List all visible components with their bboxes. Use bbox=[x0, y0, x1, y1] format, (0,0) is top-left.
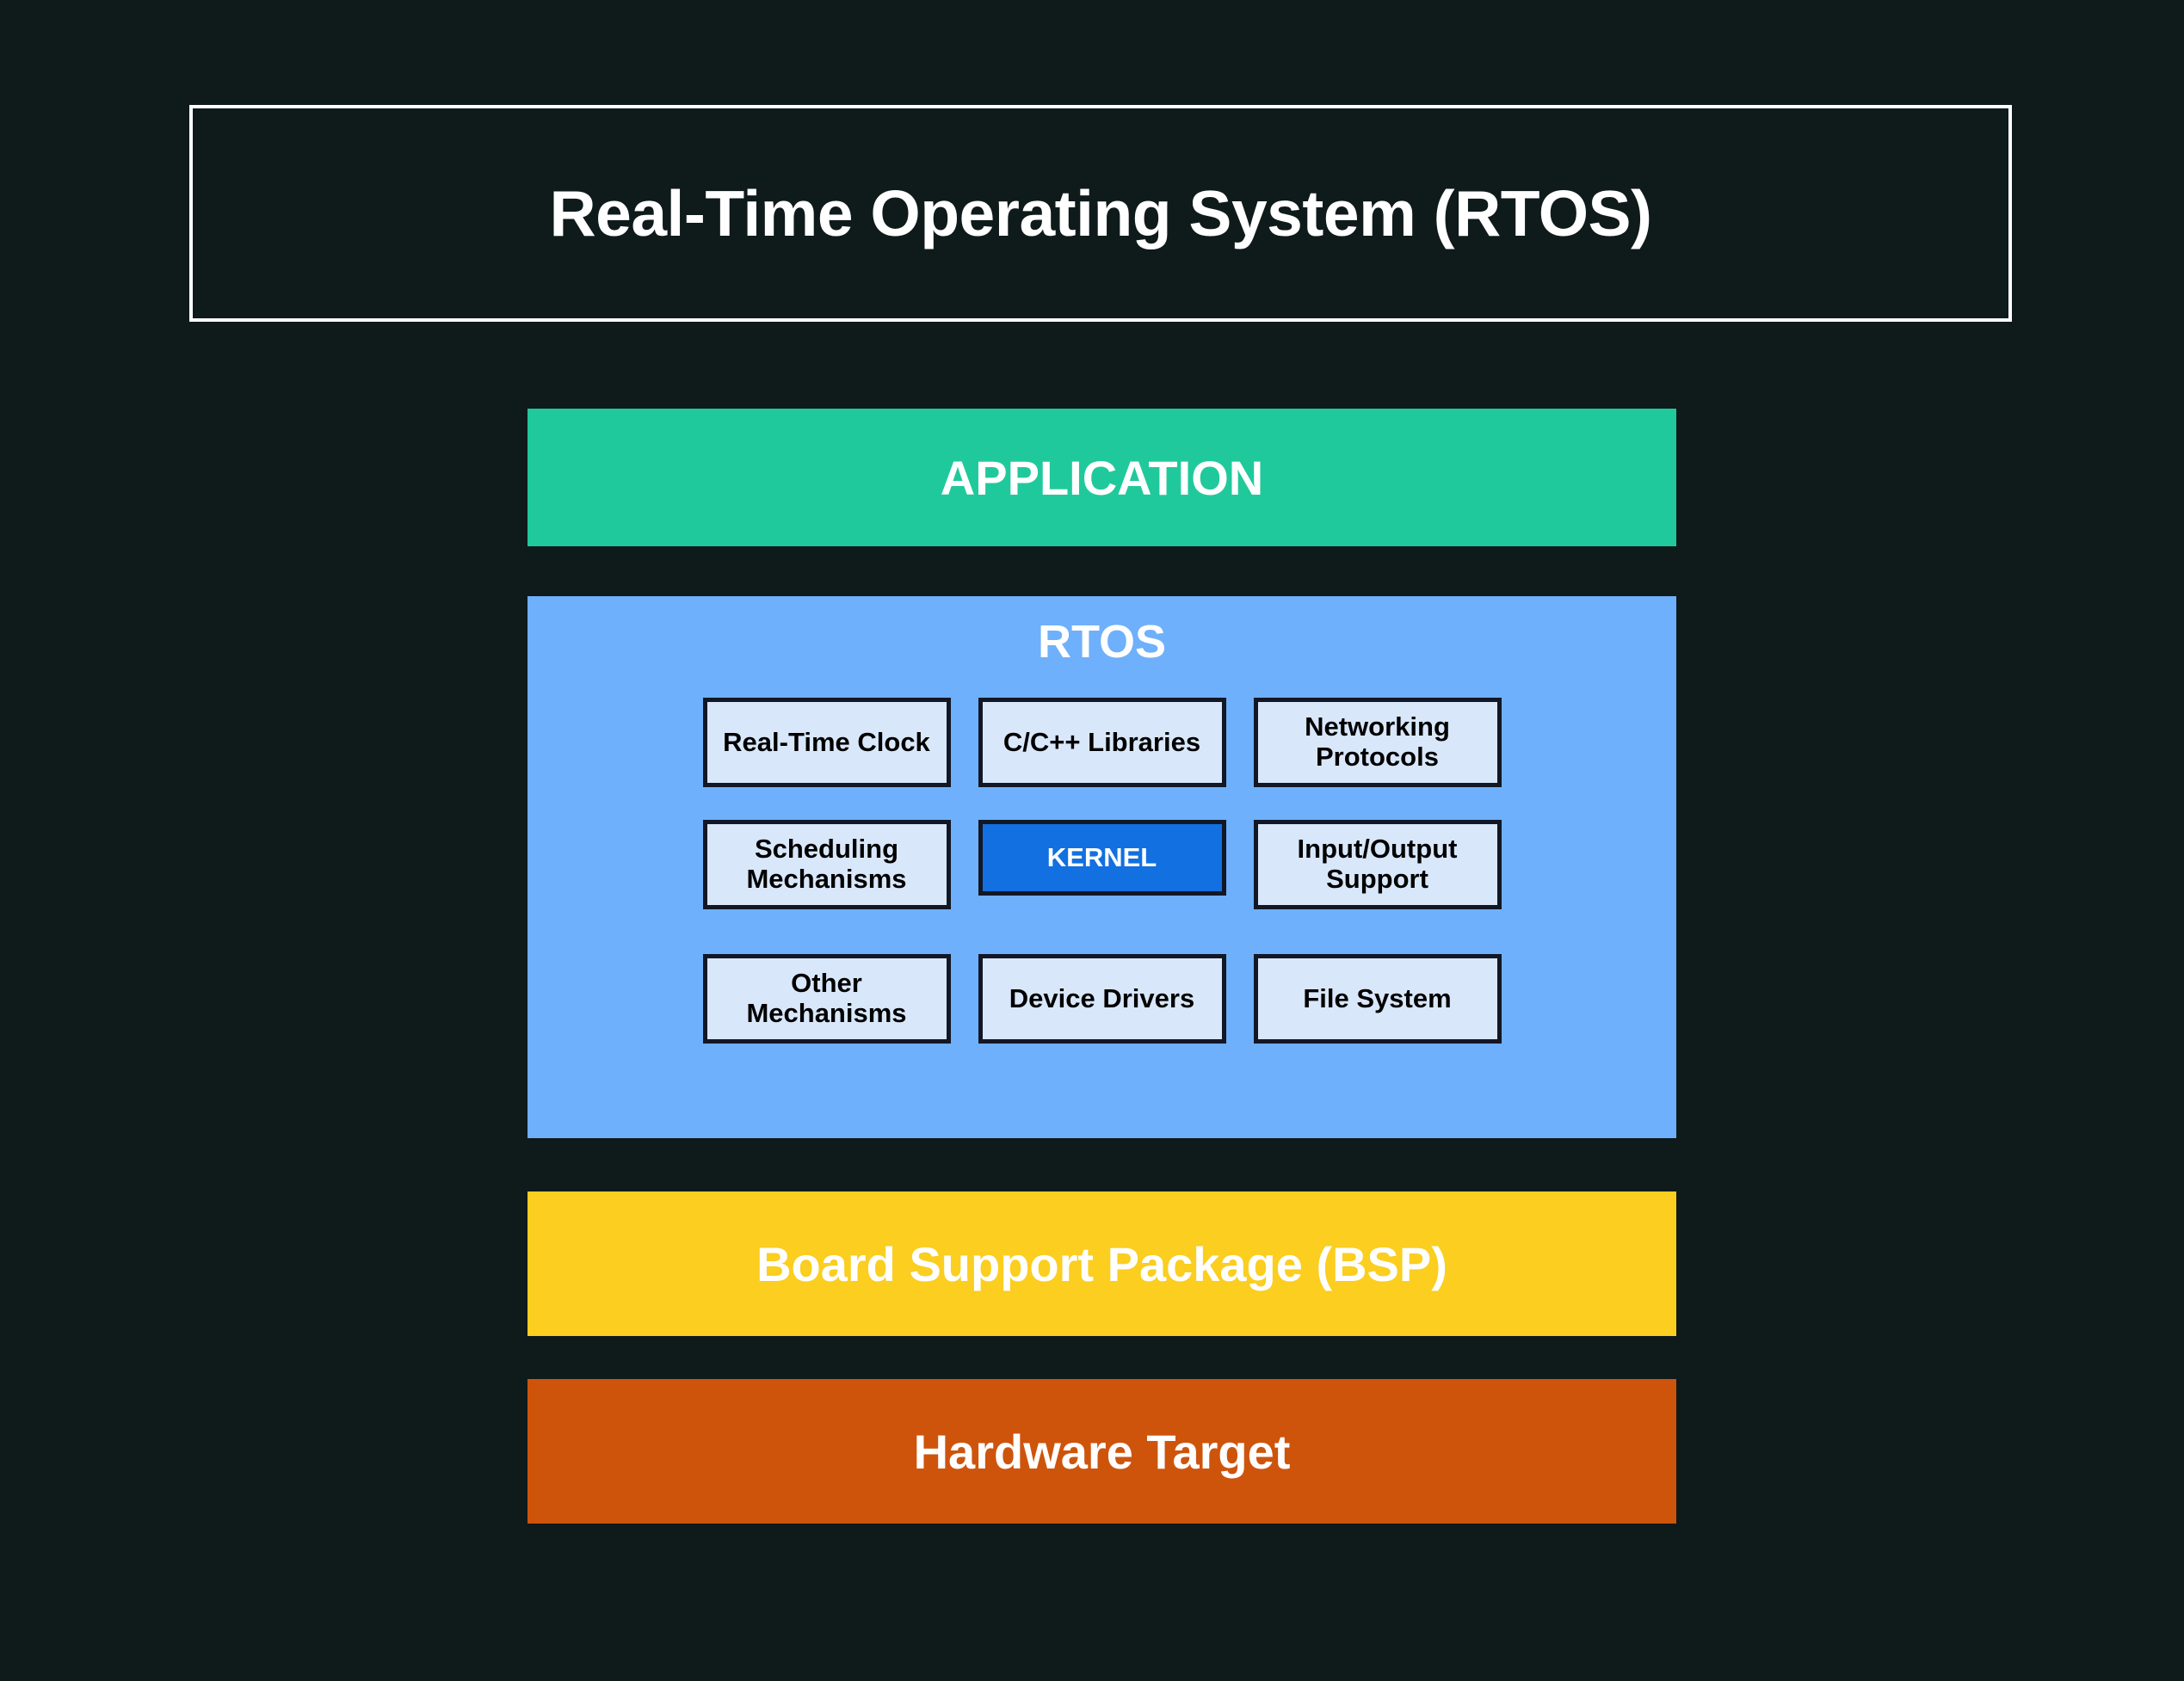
rtos-box-label-line1: Other bbox=[791, 968, 862, 999]
page-title: Real-Time Operating System (RTOS) bbox=[549, 177, 1652, 249]
rtos-cell: Input/Output Support bbox=[1240, 820, 1515, 909]
layer-rtos-heading: RTOS bbox=[1037, 616, 1167, 668]
rtos-box-label-line2: Support bbox=[1326, 864, 1428, 894]
rtos-cell: Networking Protocols bbox=[1240, 698, 1515, 787]
rtos-box-label-line1: Scheduling bbox=[754, 834, 899, 865]
layer-board-support-package: Board Support Package (BSP) bbox=[527, 1191, 1676, 1336]
rtos-cell: File System bbox=[1240, 954, 1515, 1044]
rtos-box-real-time-clock[interactable]: Real-Time Clock bbox=[702, 698, 951, 787]
rtos-cell: Device Drivers bbox=[965, 954, 1240, 1044]
layer-rtos: RTOS Real-Time Clock C/C++ Libraries Net… bbox=[527, 596, 1676, 1138]
rtos-box-label-line1: Networking bbox=[1305, 711, 1450, 742]
rtos-box-label: Real-Time Clock bbox=[723, 726, 930, 757]
rtos-box-kernel[interactable]: KERNEL bbox=[978, 820, 1226, 896]
layer-bsp-label: Board Support Package (BSP) bbox=[756, 1236, 1447, 1291]
rtos-cell: Real-Time Clock bbox=[689, 698, 965, 787]
rtos-box-networking-protocols[interactable]: Networking Protocols bbox=[1253, 698, 1502, 787]
rtos-cell: C/C++ Libraries bbox=[965, 698, 1240, 787]
layer-hardware-target: Hardware Target bbox=[527, 1379, 1676, 1524]
layer-hardware-label: Hardware Target bbox=[913, 1424, 1291, 1479]
rtos-row: Real-Time Clock C/C++ Libraries Networki… bbox=[527, 698, 1676, 787]
rtos-box-label: Device Drivers bbox=[1009, 982, 1195, 1013]
layer-application: APPLICATION bbox=[527, 409, 1676, 546]
diagram-title-box: Real-Time Operating System (RTOS) bbox=[189, 105, 2012, 322]
rtos-box-label-line2: Protocols bbox=[1316, 742, 1439, 772]
rtos-row: Other Mechanisms Device Drivers File Sys… bbox=[527, 954, 1676, 1044]
rtos-box-input-output-support[interactable]: Input/Output Support bbox=[1253, 820, 1502, 909]
rtos-box-label-line1: Input/Output bbox=[1297, 834, 1458, 865]
rtos-box-device-drivers[interactable]: Device Drivers bbox=[978, 954, 1226, 1044]
rtos-box-file-system[interactable]: File System bbox=[1253, 954, 1502, 1044]
rtos-box-other-mechanisms[interactable]: Other Mechanisms bbox=[702, 954, 951, 1044]
rtos-box-label-line2: Mechanisms bbox=[746, 864, 907, 894]
rtos-box-label: KERNEL bbox=[1046, 841, 1157, 872]
rtos-cell: Scheduling Mechanisms bbox=[689, 820, 965, 909]
rtos-box-label: C/C++ Libraries bbox=[1003, 726, 1201, 757]
rtos-box-label-line2: Mechanisms bbox=[746, 998, 907, 1028]
rtos-component-grid: Real-Time Clock C/C++ Libraries Networki… bbox=[527, 698, 1676, 1044]
rtos-cell: KERNEL bbox=[965, 820, 1240, 896]
rtos-box-label: File System bbox=[1303, 982, 1452, 1013]
rtos-box-scheduling-mechanisms[interactable]: Scheduling Mechanisms bbox=[702, 820, 951, 909]
rtos-box-c-cpp-libraries[interactable]: C/C++ Libraries bbox=[978, 698, 1226, 787]
layer-application-label: APPLICATION bbox=[940, 450, 1264, 505]
rtos-row: Scheduling Mechanisms KERNEL Input/Outpu… bbox=[527, 820, 1676, 909]
rtos-cell: Other Mechanisms bbox=[689, 954, 965, 1044]
